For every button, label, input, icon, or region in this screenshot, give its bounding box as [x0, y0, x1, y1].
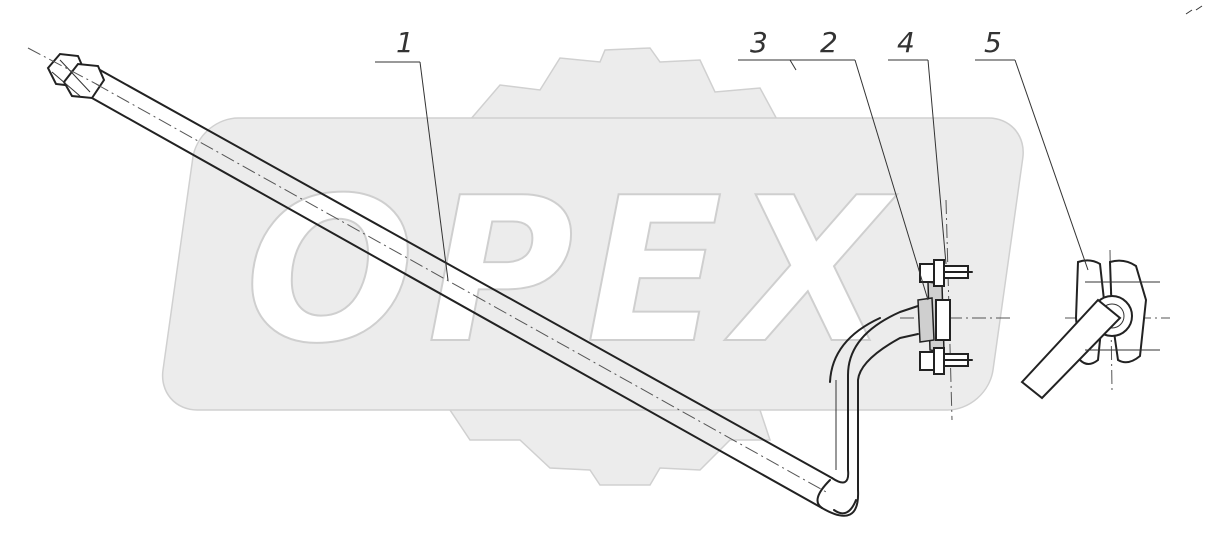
callout-1: 1: [375, 26, 449, 281]
watermark-plate: [161, 117, 1024, 411]
callout-2: 2: [738, 26, 929, 301]
detail-view-5: [1020, 249, 1170, 400]
callout-5-label: 5: [984, 26, 1002, 59]
corner-mark: [1185, 5, 1203, 15]
callout-4-label: 4: [897, 26, 915, 59]
callout-5: 5: [975, 26, 1089, 271]
watermark-logo: OPEX: [161, 47, 1024, 486]
callout-2-label: 2: [820, 26, 838, 59]
watermark-gear-bottom: [448, 399, 772, 486]
callout-3-label: 3: [750, 26, 768, 59]
flange-assembly: [900, 199, 1010, 421]
callout-3: 3: [750, 26, 768, 59]
pipe-assembly: [27, 47, 919, 517]
callout-1-label: 1: [396, 26, 414, 59]
callout-4: 4: [888, 26, 947, 265]
pipe-end-nut: [46, 52, 106, 100]
